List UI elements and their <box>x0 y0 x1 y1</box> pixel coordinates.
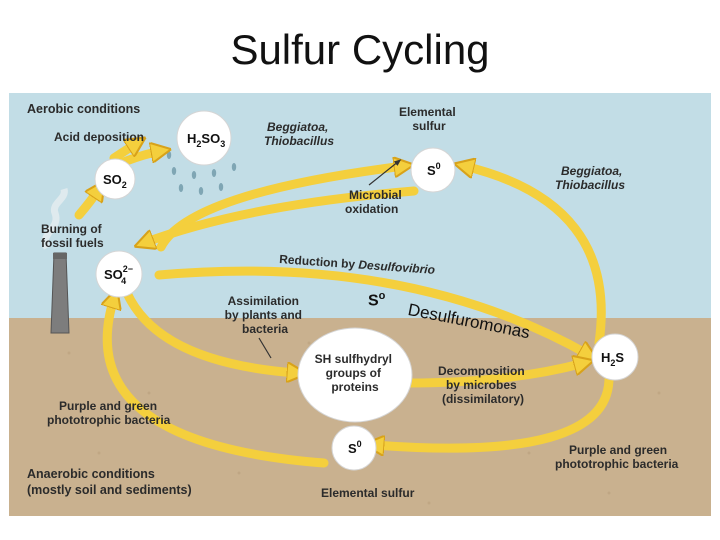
arrow-so4-to-h2s <box>154 266 589 355</box>
s0-top-label: S0 <box>427 161 441 178</box>
elemental-sulfur-bottom-label: Elemental sulfur <box>321 486 415 500</box>
arrow-s0-bottom-to-so4 <box>107 298 329 468</box>
slide-title: Sulfur Cycling <box>230 26 490 73</box>
s0-bottom-circle <box>331 425 377 471</box>
arrow-burning-to-so2 <box>74 189 99 220</box>
h2so3-label: H2SO3 <box>187 131 225 149</box>
microbial-oxidation-label: Microbial oxidation <box>345 188 405 216</box>
so4-label: SO2−4 <box>104 264 133 286</box>
so2-label: SO2 <box>103 172 127 190</box>
reduction-label: Reduction by Desulfovibrio <box>279 252 436 277</box>
so-annotation: So <box>368 290 385 310</box>
s0-bottom-label: S0 <box>348 439 362 456</box>
decomposition-label: Decomposition by microbes (dissimilatory… <box>438 364 528 406</box>
arrow-sh-to-h2s <box>404 363 584 388</box>
cycle-arrows <box>74 143 614 468</box>
purple-green-right-label: Purple and green phototrophic bacteria <box>555 443 679 471</box>
smokestack <box>41 187 70 334</box>
assimilation-label: Assimilation by plants and bacteria <box>225 294 306 336</box>
anaerobic-heading: Anaerobic conditions (mostly soil and se… <box>27 467 192 497</box>
h2so3-circle <box>176 110 232 166</box>
pointer-microbial-oxidation <box>368 159 402 186</box>
arrow-s0-top-to-so4 <box>144 186 419 243</box>
h2s-circle <box>591 333 639 381</box>
beggiatoa-right-label: Beggiatoa, Thiobacillus <box>555 164 626 192</box>
purple-green-left-label: Purple and green phototrophic bacteria <box>47 399 171 427</box>
sh-proteins-label: SH sulfhydryl groups of proteins <box>315 352 396 394</box>
arrow-h2s-to-s0-bottom <box>374 373 614 448</box>
elemental-sulfur-top-label: Elemental sulfur <box>399 105 459 133</box>
so2-circle <box>94 158 136 200</box>
so-annotation-sup: o <box>378 290 386 302</box>
sh-proteins-circle <box>297 327 413 423</box>
burning-fossil-fuels-label: Burning of fossil fuels <box>41 222 105 250</box>
beggiatoa-top-label: Beggiatoa, Thiobacillus <box>264 120 334 148</box>
s0-top-circle <box>410 147 456 193</box>
so-annotation-main: S <box>368 292 379 310</box>
aerobic-heading: Aerobic conditions <box>27 102 140 116</box>
arrow-so2-up <box>109 143 137 163</box>
h2s-label: H2S <box>601 350 624 368</box>
arrow-h2s-to-s0-top <box>464 166 606 348</box>
so4-circle <box>95 250 143 298</box>
pointer-assimilation <box>258 337 272 359</box>
acid-deposition-label: Acid deposition <box>54 130 144 144</box>
arrow-so4-to-sh <box>122 288 297 373</box>
sulfur-cycle-diagram: Aerobic conditions Anaerobic conditions … <box>9 93 711 516</box>
soil-texture <box>67 341 661 505</box>
